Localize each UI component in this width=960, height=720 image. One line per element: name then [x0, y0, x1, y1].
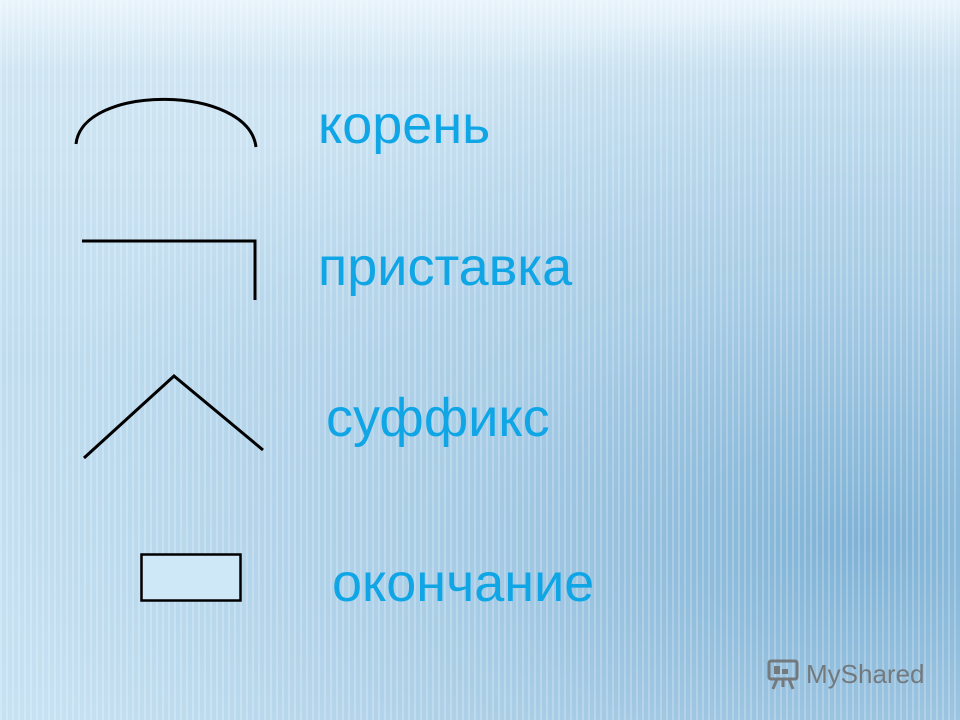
ending-box-icon [140, 553, 242, 602]
presentation-board-icon [767, 659, 799, 690]
suffix-label: суффикс [326, 388, 550, 448]
prefix-label: приставка [318, 237, 573, 297]
watermark-text: MyShared [806, 658, 925, 689]
root-arc-icon [74, 97, 258, 148]
suffix-caret-icon [82, 374, 264, 460]
prefix-corner-icon [82, 239, 257, 300]
ending-label: окончание [332, 553, 595, 613]
watermark: MyShared [766, 656, 925, 692]
root-label: корень [318, 95, 491, 155]
